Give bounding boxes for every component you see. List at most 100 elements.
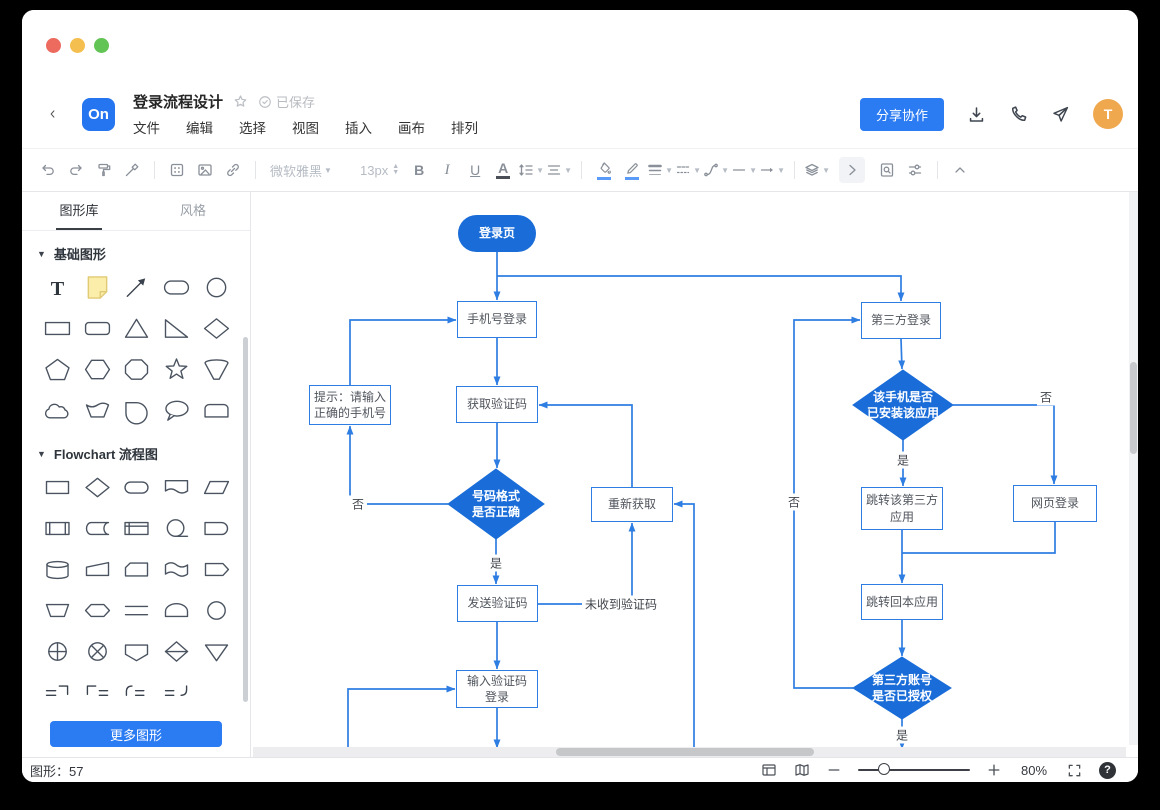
more-shapes-button[interactable]: 更多图形 xyxy=(50,721,222,747)
line-color-icon[interactable] xyxy=(619,157,645,183)
more-tools-icon[interactable] xyxy=(839,157,866,183)
shape-manual-input-icon[interactable] xyxy=(78,549,118,590)
zoom-out-icon[interactable] xyxy=(827,763,841,777)
flow-node-re-get-code[interactable]: 重新获取 xyxy=(591,487,673,522)
shape-rounded-rectangle-icon[interactable] xyxy=(78,308,118,349)
zoom-in-icon[interactable] xyxy=(987,763,1001,777)
layers-icon[interactable]: ▼ xyxy=(804,157,830,183)
flow-edge[interactable] xyxy=(673,500,695,757)
sidebar-tab[interactable]: 风格 xyxy=(179,203,206,218)
shape-connector-circle-icon[interactable] xyxy=(196,590,236,631)
phone-icon[interactable] xyxy=(1009,105,1028,124)
app-logo[interactable]: On xyxy=(82,97,115,131)
font-family-select[interactable]: 微软雅黑▼ xyxy=(270,163,332,179)
shape-manual-operation-icon[interactable] xyxy=(38,590,78,631)
shape-delay-icon[interactable] xyxy=(196,508,236,549)
flow-node-format-check[interactable]: 号码格式 是否正确 xyxy=(471,488,520,519)
format-painter-icon[interactable] xyxy=(91,157,117,183)
shape-rectangle-icon[interactable] xyxy=(38,308,78,349)
flow-node-get-code[interactable]: 获取验证码 xyxy=(456,386,538,423)
minimize-window-button[interactable] xyxy=(70,38,85,53)
diagram-canvas[interactable]: 登录页手机号登录提示：请输入 正确的手机号获取验证码号码格式 是否正确重新获取发… xyxy=(251,192,1138,757)
flow-edge[interactable] xyxy=(793,316,861,689)
download-icon[interactable] xyxy=(967,105,986,124)
undo-icon[interactable] xyxy=(35,157,61,183)
shape-internal-storage-icon[interactable] xyxy=(117,508,157,549)
shape-document-icon[interactable] xyxy=(157,467,197,508)
collapse-toolbar-icon[interactable] xyxy=(947,157,973,183)
flow-edge[interactable] xyxy=(497,275,905,302)
shape-pentagon-icon[interactable] xyxy=(38,349,78,390)
edge-label[interactable]: 否 xyxy=(348,495,368,513)
shape-summing-junction-icon[interactable] xyxy=(78,631,118,672)
horizontal-scrollbar[interactable] xyxy=(253,747,1126,757)
flow-edge[interactable] xyxy=(898,338,906,370)
avatar[interactable]: T xyxy=(1093,99,1123,129)
image-icon[interactable] xyxy=(192,157,218,183)
shape-star-icon[interactable] xyxy=(157,349,197,390)
shape-top-rounded-rectangle-icon[interactable] xyxy=(196,390,236,431)
flow-edge[interactable] xyxy=(953,404,1058,485)
help-icon[interactable]: ? xyxy=(1099,761,1116,779)
shape-circle-icon[interactable] xyxy=(196,267,236,308)
shape-stadium-icon[interactable] xyxy=(157,267,197,308)
flow-node-web-login[interactable]: 网页登录 xyxy=(1013,485,1097,522)
shape-right-triangle-icon[interactable] xyxy=(157,308,197,349)
shape-sequential-data-icon[interactable] xyxy=(157,508,197,549)
shape-brace-left-icon[interactable] xyxy=(117,672,157,713)
edge-label[interactable]: 未收到验证码 xyxy=(581,595,661,613)
flow-edge[interactable] xyxy=(538,522,636,605)
shape-section-header[interactable]: ▼Flowchart 流程图 xyxy=(37,447,158,462)
underline-button[interactable]: U xyxy=(470,161,481,178)
edge-label[interactable]: 是 xyxy=(486,554,506,572)
shape-sticky-note-icon[interactable] xyxy=(78,267,118,308)
flow-node-third-party-login[interactable]: 第三方登录 xyxy=(861,302,941,339)
minimap-icon[interactable] xyxy=(794,762,810,778)
line-width-icon[interactable]: ▼ xyxy=(648,164,674,175)
flow-node-auth-check[interactable]: 第三方账号 是否已授权 xyxy=(871,672,932,703)
shape-decision-icon[interactable] xyxy=(78,467,118,508)
sidebar-tab[interactable]: 图形库 xyxy=(22,192,136,230)
send-icon[interactable] xyxy=(1051,105,1070,124)
fill-color-icon[interactable] xyxy=(591,157,617,183)
zoom-percent[interactable]: 80% xyxy=(1020,762,1048,778)
shape-text-icon[interactable]: T xyxy=(38,267,78,308)
flow-node-format-check-shape[interactable] xyxy=(447,468,545,540)
text-align-icon[interactable]: ▼ xyxy=(546,157,572,183)
share-collaborate-button[interactable]: 分享协作 xyxy=(859,97,944,131)
zoom-slider[interactable] xyxy=(858,763,970,775)
flow-node-login-page[interactable]: 登录页 xyxy=(458,215,536,252)
adjust-icon[interactable] xyxy=(902,157,928,183)
shape-database-icon[interactable] xyxy=(38,549,78,590)
bold-button[interactable]: B xyxy=(414,161,425,178)
shape-cone-icon[interactable] xyxy=(196,349,236,390)
shape-diamond-icon[interactable] xyxy=(196,308,236,349)
shape-cloud-icon[interactable] xyxy=(38,390,78,431)
flow-edge[interactable] xyxy=(538,401,633,487)
font-color-button[interactable]: A xyxy=(490,157,516,183)
shape-brace-right-icon[interactable] xyxy=(157,672,197,713)
vertical-scrollbar[interactable] xyxy=(1129,192,1138,745)
shape-section-header[interactable]: ▼基础图形 xyxy=(37,247,106,262)
background-grid-icon[interactable] xyxy=(164,157,190,183)
shape-callout-icon[interactable] xyxy=(157,390,197,431)
menu-item[interactable]: 编辑 xyxy=(186,121,213,136)
shape-preparation-icon[interactable] xyxy=(78,590,118,631)
shape-card-icon[interactable] xyxy=(117,549,157,590)
shape-octagon-icon[interactable] xyxy=(117,349,157,390)
flow-edge[interactable] xyxy=(349,316,457,385)
horizontal-scrollbar-thumb[interactable] xyxy=(556,748,814,756)
zoom-slider-knob[interactable] xyxy=(878,763,890,775)
shape-half-stadium-icon[interactable] xyxy=(157,590,197,631)
close-window-button[interactable] xyxy=(46,38,61,53)
vertical-scrollbar-thumb[interactable] xyxy=(1130,362,1137,454)
redo-icon[interactable] xyxy=(63,157,89,183)
shape-teardrop-icon[interactable] xyxy=(117,390,157,431)
flow-node-send-code[interactable]: 发送验证码 xyxy=(457,585,538,622)
shape-process-icon[interactable] xyxy=(38,467,78,508)
edge-label[interactable]: 否 xyxy=(1036,388,1056,406)
line-start-icon[interactable]: ▼ xyxy=(733,165,758,175)
shape-hexagon-icon[interactable] xyxy=(78,349,118,390)
shape-or-junction-icon[interactable] xyxy=(38,631,78,672)
flow-node-jump-back-app[interactable]: 跳转回本应用 xyxy=(861,584,943,620)
